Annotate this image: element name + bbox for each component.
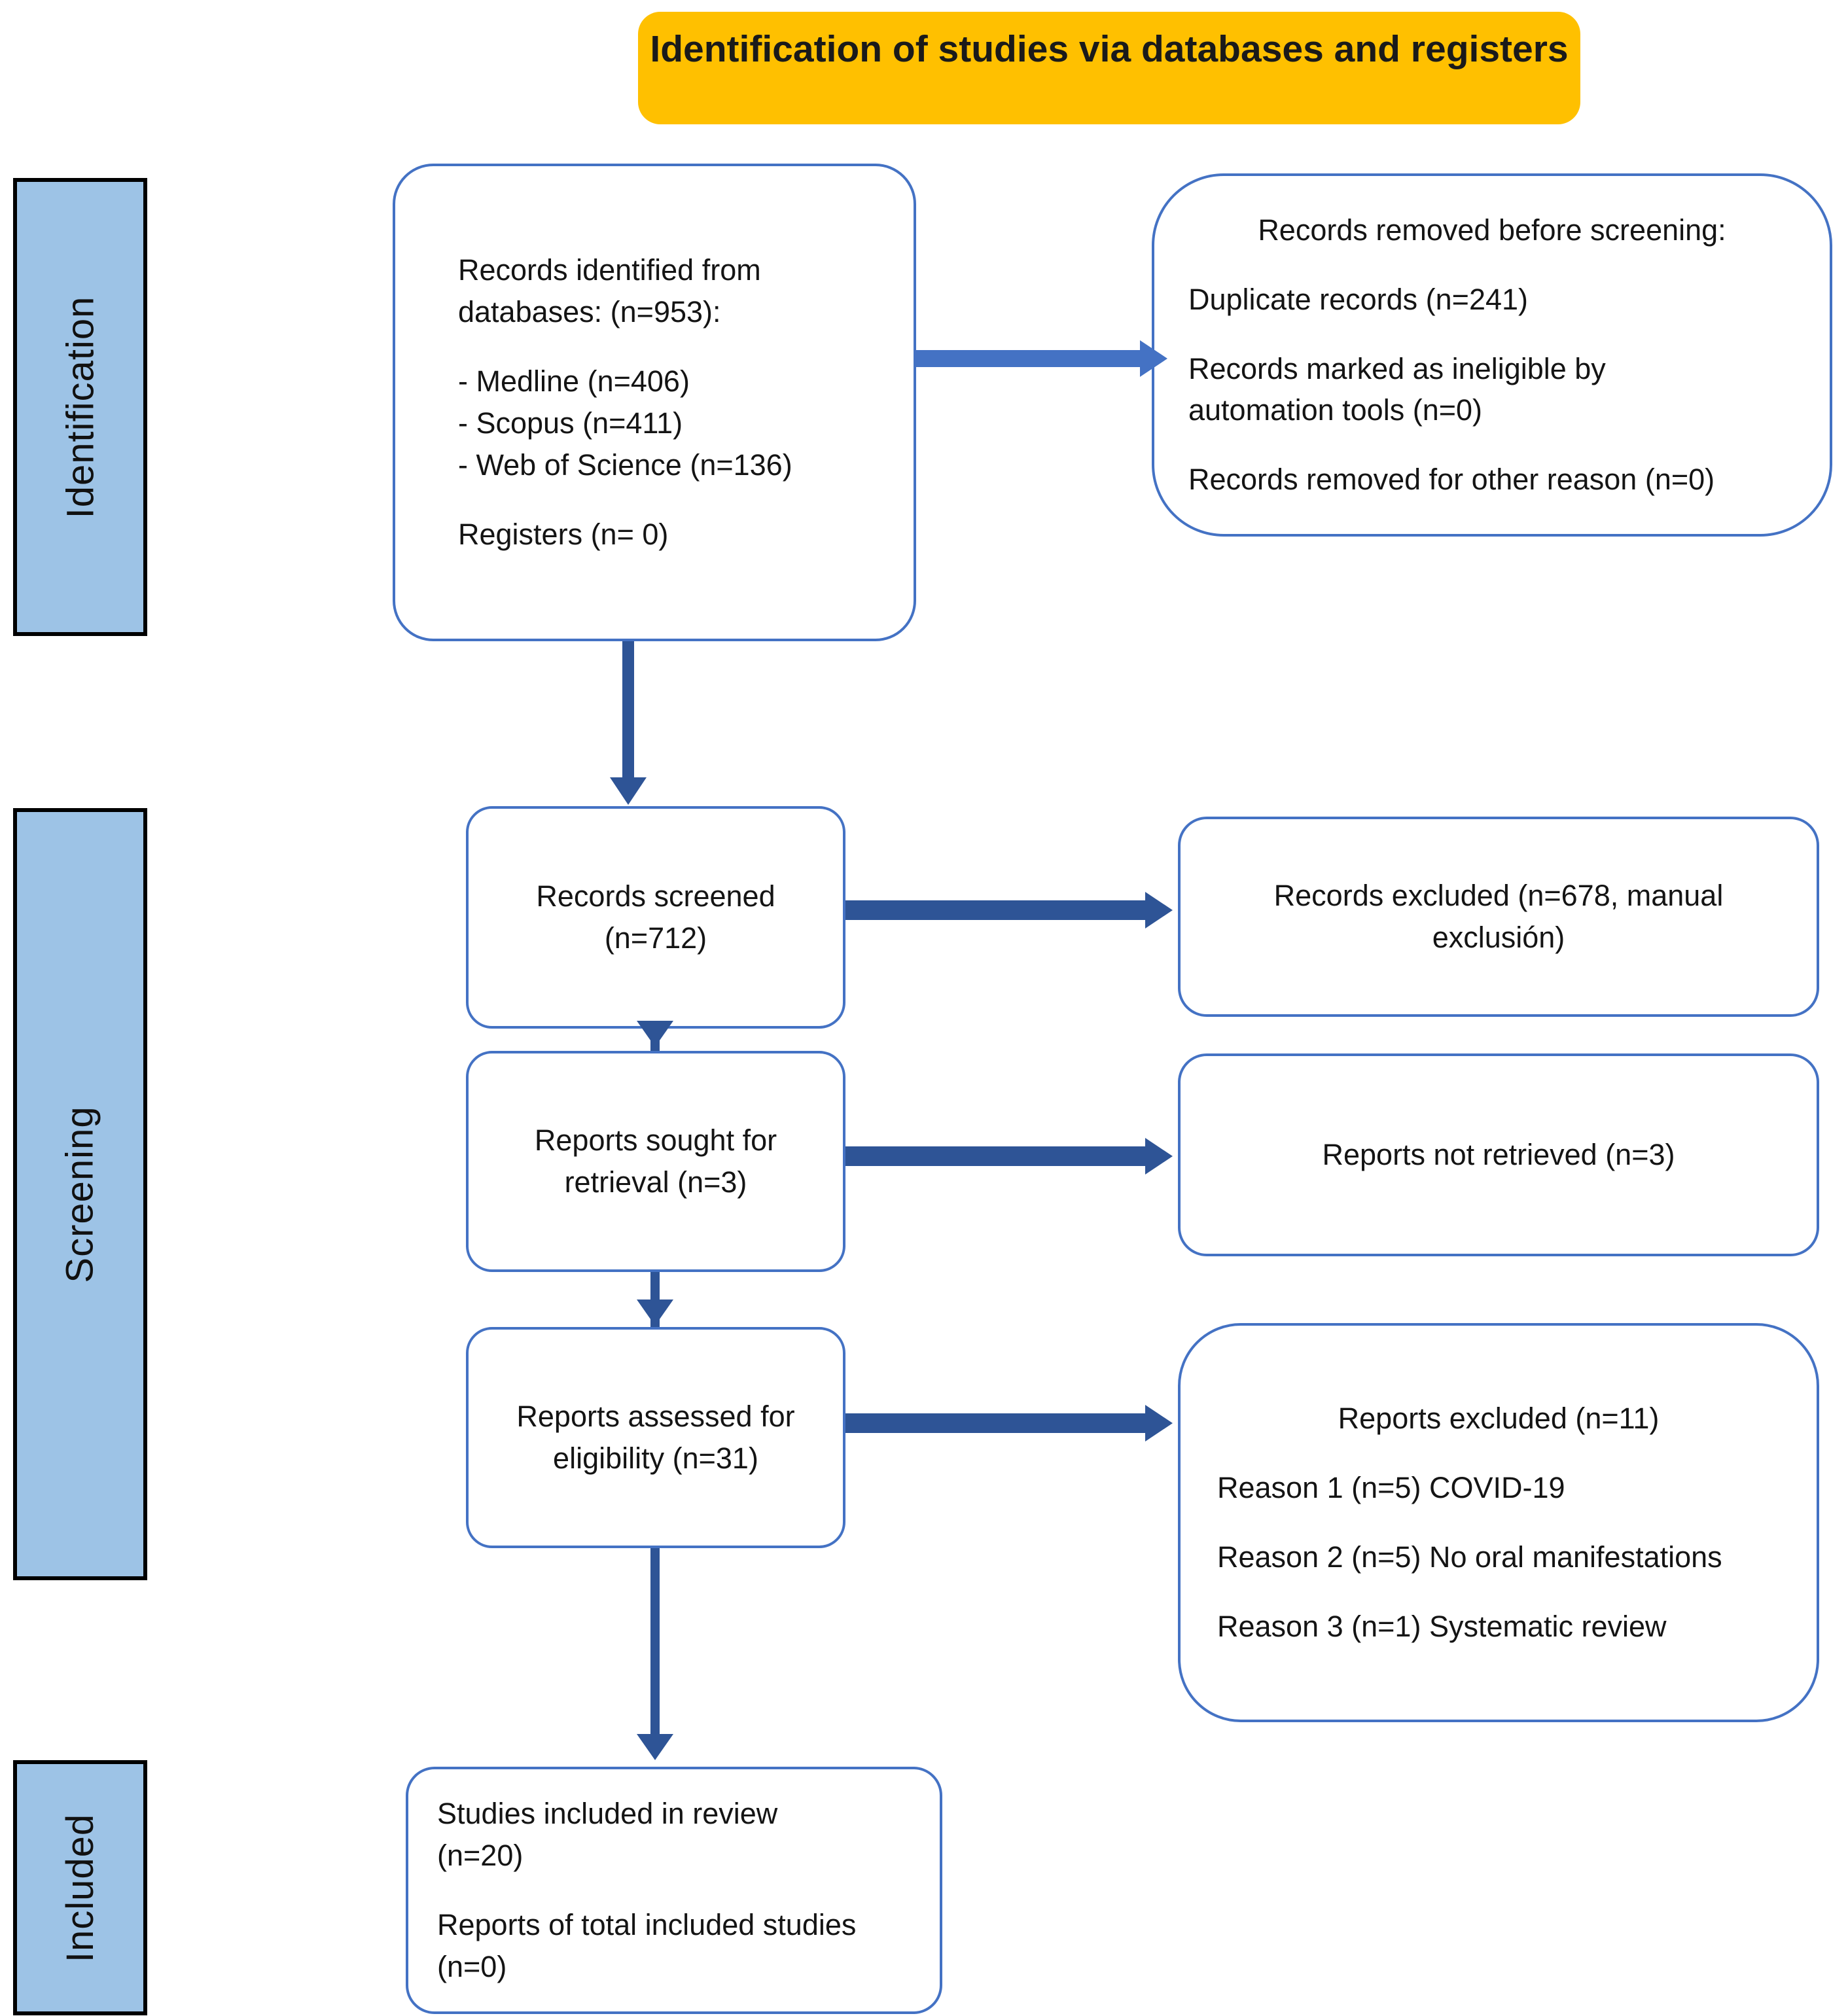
arrowhead-screened-to-excluded [1145, 892, 1173, 928]
reports-excluded-reason-3: Reason 3 (n=1) Systematic review [1217, 1609, 1667, 1643]
arrowhead-assessed-to-included [637, 1734, 673, 1760]
box-records-excluded: Records excluded (n=678, manual exclusió… [1178, 817, 1819, 1017]
connector-identified-to-removed [916, 350, 1142, 367]
records-identified-header: Records identified from databases: (n=95… [458, 253, 761, 329]
phase-bar-screening: Screening [13, 808, 147, 1580]
studies-included-reports: Reports of total included studies (n=0) [437, 1908, 857, 1983]
arrowhead-identified-to-removed [1140, 340, 1167, 377]
records-excluded-text: Records excluded (n=678, manual exclusió… [1273, 879, 1724, 954]
arrowhead-sought-to-assessed [637, 1300, 673, 1326]
arrowhead-screened-to-sought [637, 1021, 673, 1047]
reports-excluded-reason-2: Reason 2 (n=5) No oral manifestations [1217, 1540, 1722, 1574]
phase-label-included: Included [59, 1813, 102, 1962]
connector-assessed-to-included [650, 1548, 660, 1738]
reports-assessed-text: Reports assessed for eligibility (n=31) [516, 1400, 795, 1475]
reports-sought-text: Reports sought for retrieval (n=3) [534, 1123, 777, 1199]
box-records-removed: Records removed before screening: Duplic… [1152, 173, 1832, 537]
records-removed-ineligible: Records marked as ineligible by automati… [1188, 351, 1606, 427]
records-identified-registers: Registers (n= 0) [458, 517, 669, 551]
box-studies-included: Studies included in review (n=20) Report… [406, 1767, 942, 2014]
connector-identified-to-screened [622, 641, 634, 780]
arrowhead-identified-to-screened [610, 777, 647, 805]
reports-excluded-reason-1: Reason 1 (n=5) COVID-19 [1217, 1471, 1565, 1505]
studies-included-review: Studies included in review (n=20) [437, 1797, 778, 1873]
box-reports-excluded: Reports excluded (n=11) Reason 1 (n=5) C… [1178, 1323, 1819, 1722]
records-removed-header: Records removed before screening: [1258, 213, 1726, 247]
phase-label-screening: Screening [59, 1105, 102, 1283]
records-identified-sources: - Medline (n=406) - Scopus (n=411) - Web… [458, 364, 792, 482]
box-records-screened: Records screened (n=712) [466, 806, 845, 1029]
phase-bar-included: Included [13, 1760, 147, 2015]
records-screened-text: Records screened (n=712) [536, 879, 775, 955]
connector-screened-to-excluded [845, 900, 1148, 920]
records-removed-other: Records removed for other reason (n=0) [1188, 463, 1715, 497]
box-reports-sought: Reports sought for retrieval (n=3) [466, 1051, 845, 1272]
arrowhead-sought-to-not-retrieved [1145, 1138, 1173, 1175]
connector-assessed-to-excluded [845, 1413, 1148, 1433]
arrowhead-assessed-to-excluded [1145, 1405, 1173, 1441]
box-records-identified: Records identified from databases: (n=95… [393, 164, 916, 641]
diagram-title-text: Identification of studies via databases … [650, 28, 1569, 70]
phase-label-identification: Identification [59, 296, 101, 518]
reports-not-retrieved-text: Reports not retrieved (n=3) [1322, 1138, 1675, 1172]
diagram-title-banner: Identification of studies via databases … [638, 12, 1580, 124]
records-removed-duplicates: Duplicate records (n=241) [1188, 282, 1529, 316]
connector-sought-to-not-retrieved [845, 1146, 1148, 1166]
box-reports-not-retrieved: Reports not retrieved (n=3) [1178, 1053, 1819, 1256]
phase-bar-identification: Identification [13, 178, 147, 636]
reports-excluded-header: Reports excluded (n=11) [1338, 1402, 1660, 1436]
box-reports-assessed: Reports assessed for eligibility (n=31) [466, 1327, 845, 1548]
